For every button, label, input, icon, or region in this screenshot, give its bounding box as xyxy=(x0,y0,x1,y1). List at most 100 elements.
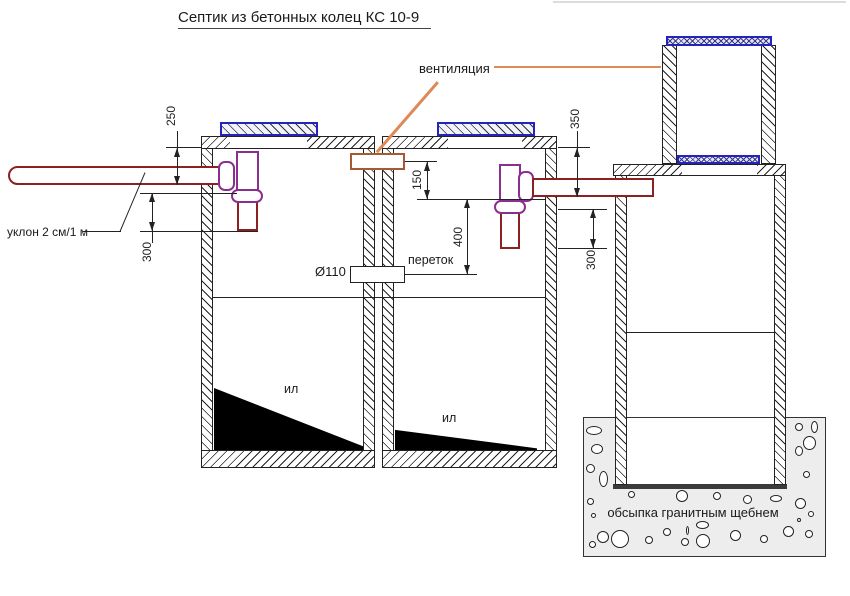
diameter-label: Ø110 xyxy=(315,264,346,279)
gravel-stone xyxy=(797,518,801,522)
gravel-stone xyxy=(783,526,794,537)
backfill-label: обсыпка гранитным щебнем xyxy=(607,505,779,520)
dim-arrow-down xyxy=(174,176,180,185)
chamber2-bottom-slab xyxy=(382,450,557,468)
gravel-stone xyxy=(803,471,810,478)
ring-joint-line-chambers xyxy=(213,297,545,298)
gravel-stone xyxy=(795,498,806,509)
diagram-title: Септик из бетонных колец КС 10-9 xyxy=(178,9,432,29)
dim400-label: 400 xyxy=(451,226,465,248)
dim250-ext-line xyxy=(166,147,201,148)
dim-arrow-down xyxy=(149,222,155,231)
gravel-stone xyxy=(663,528,671,536)
ventilation-label: вентиляция xyxy=(419,61,490,76)
gravel-stone xyxy=(676,490,688,502)
dim300L-label: 300 xyxy=(140,241,154,263)
well3-slab-opening xyxy=(682,165,757,175)
inlet-tee-collar xyxy=(231,189,263,203)
dim350-line xyxy=(577,131,578,197)
gravel-stone xyxy=(760,535,768,543)
dim300R-ext-bottom xyxy=(558,248,607,249)
gravel-stone xyxy=(803,436,816,450)
gravel-stone xyxy=(696,534,710,548)
gravel-stone xyxy=(808,511,814,517)
dim300R-label: 300 xyxy=(584,249,598,271)
chamber1-right-wall xyxy=(363,148,375,451)
dim-arrow-up xyxy=(149,193,155,202)
gravel-stone xyxy=(805,530,813,538)
gravel-stone xyxy=(743,495,752,504)
well3-inner-cover-plate xyxy=(677,155,760,164)
chamber1-sludge-wedge xyxy=(214,388,363,450)
chamber1-ext-line-bottom xyxy=(140,231,258,232)
dim-arrow-down xyxy=(424,190,430,199)
gravel-stone xyxy=(686,526,689,535)
dim150-label: 150 xyxy=(410,169,424,191)
gravel-stone xyxy=(795,423,803,431)
gravel-stone xyxy=(611,530,629,548)
chamber1-bottom-slab xyxy=(201,450,375,468)
gravel-stone xyxy=(587,498,594,505)
dim-arrow-up xyxy=(590,209,596,218)
inlet-drop-pipe xyxy=(237,201,258,231)
well3-interior xyxy=(627,418,774,484)
overflow-sleeve xyxy=(350,266,405,283)
outlet-pipe-to-well3 xyxy=(532,178,654,197)
outlet-drop-pipe xyxy=(500,212,520,249)
chamber1-water-line xyxy=(140,193,237,194)
dim400-ext-line xyxy=(405,274,477,275)
chamber2-sludge-wedge xyxy=(395,429,537,450)
dim-arrow-up xyxy=(424,162,430,171)
dim150-line xyxy=(427,161,428,199)
gravel-stone xyxy=(599,471,608,487)
dim350-label: 350 xyxy=(568,108,582,130)
well3-right-wall xyxy=(774,175,786,485)
dim-arrow-down xyxy=(464,265,470,274)
dim-arrow-up xyxy=(574,148,580,157)
gravel-stone xyxy=(591,444,603,454)
gravel-stone xyxy=(586,464,595,473)
well3-neck-left-wall xyxy=(662,45,677,164)
ring-joint-line-well3 xyxy=(627,332,774,333)
well3-top-lid xyxy=(666,36,772,46)
dim300L-line xyxy=(152,193,153,243)
chamber2-cover-lid xyxy=(437,122,535,136)
dim150-ext-line xyxy=(405,161,437,162)
dim-arrow-up xyxy=(174,148,180,157)
overflow-label: переток xyxy=(408,253,454,267)
dim250-line xyxy=(177,131,178,185)
gravel-stone xyxy=(589,541,596,548)
gravel-stone xyxy=(597,531,609,543)
dim-arrow-down xyxy=(574,188,580,197)
chamber2-sludge-label: ил xyxy=(442,411,457,425)
dim300R-ext-top xyxy=(558,209,607,210)
gravel-stone xyxy=(586,426,602,435)
chamber1-manhole-opening xyxy=(230,137,307,148)
well3-left-wall xyxy=(615,175,627,485)
dim-arrow-down xyxy=(590,239,596,248)
slope-label: уклон 2 см/1 м xyxy=(7,225,89,239)
chamber1-sludge-label: ил xyxy=(284,382,299,396)
gravel-stone xyxy=(811,421,818,433)
gravel-stone xyxy=(795,446,803,456)
gravel-stone xyxy=(730,530,741,541)
inlet-pipe xyxy=(8,166,222,185)
page-title: Септик из бетонных колец КС 10-9 xyxy=(178,9,432,29)
dim300R-line xyxy=(593,209,594,248)
gravel-stone xyxy=(696,521,709,529)
slope-leader-horizontal xyxy=(83,231,121,232)
well3-neck-right-wall xyxy=(761,45,776,164)
chamber2-water-line xyxy=(417,199,545,200)
gravel-stone xyxy=(770,495,782,502)
chamber2-left-wall xyxy=(382,148,394,451)
gravel-stone xyxy=(681,538,689,546)
gravel-stone xyxy=(645,536,653,544)
dim350-ext-line xyxy=(558,147,590,148)
chamber1-cover-lid xyxy=(220,122,318,136)
well3-bottom-edge xyxy=(613,484,787,489)
dim400-line xyxy=(467,199,468,274)
gravel-stone xyxy=(713,492,721,500)
inlet-coupling xyxy=(218,161,235,191)
chamber2-manhole-opening xyxy=(448,137,522,148)
